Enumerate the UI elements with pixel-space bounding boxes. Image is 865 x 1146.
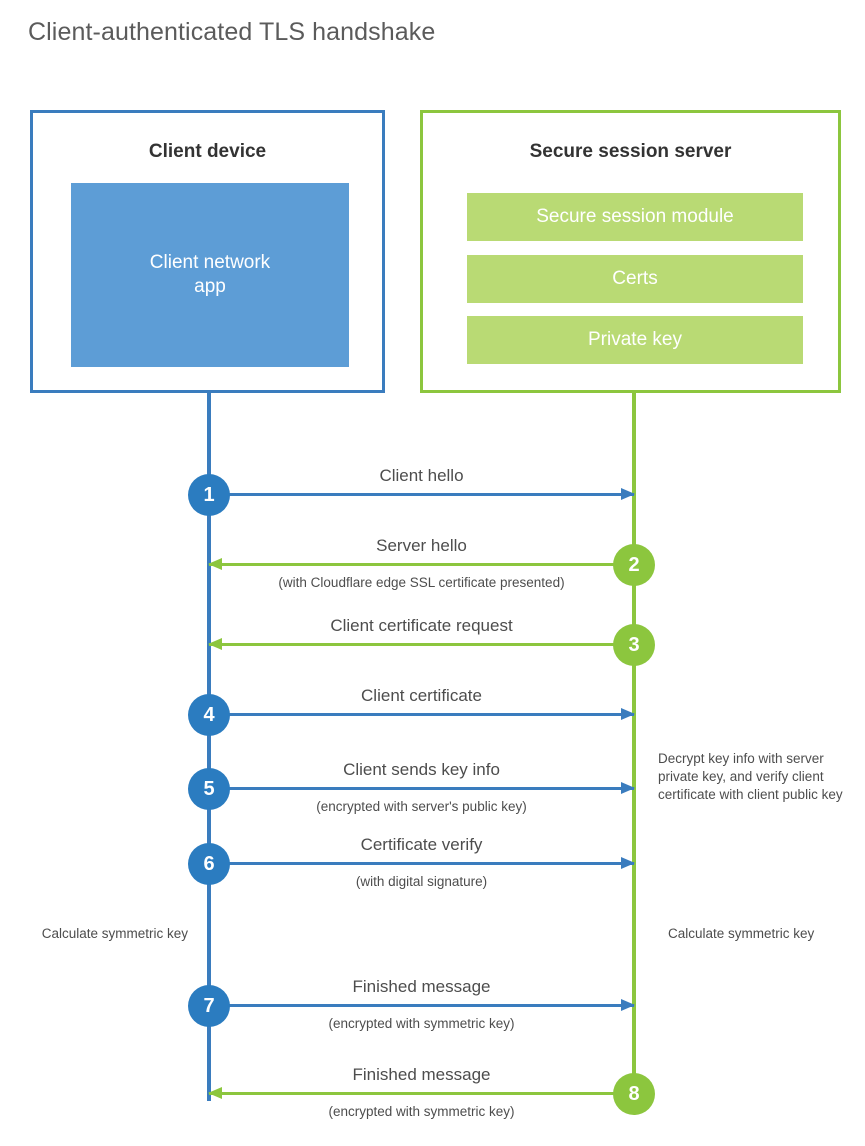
step-badge-6[interactable]: 6 <box>188 843 230 885</box>
note-client-calculate-symmetric-key: Calculate symmetric key <box>41 926 188 941</box>
arrow-shaft <box>209 1092 634 1095</box>
message-label-6: Certificate verify <box>360 835 483 854</box>
arrow-head-icon <box>208 638 222 650</box>
message-arrow-2 <box>208 558 634 570</box>
arrow-shaft <box>209 787 634 790</box>
message-label-8: Finished message <box>352 1065 491 1084</box>
step-badge-4[interactable]: 4 <box>188 694 230 736</box>
arrow-shaft <box>209 643 634 646</box>
page-title: Client-authenticated TLS handshake <box>28 18 436 46</box>
step-badge-1[interactable]: 1 <box>188 474 230 516</box>
message-sublabel-8: (encrypted with symmetric key) <box>328 1104 515 1119</box>
server-lifeline <box>632 393 636 1093</box>
arrow-head-icon <box>208 1087 222 1099</box>
arrow-head-icon <box>208 558 222 570</box>
message-sublabel-2: (with Cloudflare edge SSL certificate pr… <box>278 575 565 590</box>
message-label-5: Client sends key info <box>343 760 500 779</box>
arrow-shaft <box>209 563 634 566</box>
message-arrow-5 <box>209 782 635 794</box>
server-item-private-key: Private key <box>467 316 803 364</box>
secure-session-server-title: Secure session server <box>529 141 732 162</box>
arrow-head-icon <box>621 708 635 720</box>
message-arrow-7 <box>209 999 635 1011</box>
arrow-shaft <box>209 713 634 716</box>
message-arrow-4 <box>209 708 635 720</box>
message-sublabel-5: (encrypted with server's public key) <box>316 799 527 814</box>
step-badge-7[interactable]: 7 <box>188 985 230 1027</box>
arrow-shaft <box>209 493 634 496</box>
note-server-decrypt: Decrypt key info with server private key… <box>658 751 843 802</box>
message-label-3: Client certificate request <box>330 616 513 635</box>
arrow-shaft <box>209 1004 634 1007</box>
message-sublabel-7: (encrypted with symmetric key) <box>328 1016 515 1031</box>
step-badge-5[interactable]: 5 <box>188 768 230 810</box>
client-lifeline <box>207 393 211 1101</box>
secure-session-server-box: Secure session server Secure session mod… <box>420 110 841 393</box>
message-arrow-1 <box>209 488 635 500</box>
arrow-head-icon <box>621 999 635 1011</box>
arrow-head-icon <box>621 488 635 500</box>
arrow-shaft <box>209 862 634 865</box>
arrow-head-icon <box>621 782 635 794</box>
message-sublabel-6: (with digital signature) <box>355 874 488 889</box>
step-badge-8[interactable]: 8 <box>613 1073 655 1115</box>
message-label-1: Client hello <box>379 466 464 485</box>
server-item-secure-session-module: Secure session module <box>467 193 803 241</box>
server-item-certs: Certs <box>467 255 803 303</box>
step-badge-2[interactable]: 2 <box>613 544 655 586</box>
arrow-head-icon <box>621 857 635 869</box>
message-arrow-3 <box>208 638 634 650</box>
message-label-7: Finished message <box>352 977 491 996</box>
message-arrow-6 <box>209 857 635 869</box>
step-badge-3[interactable]: 3 <box>613 624 655 666</box>
message-label-2: Server hello <box>376 536 467 555</box>
message-arrow-8 <box>208 1087 634 1099</box>
note-server-calculate-symmetric-key: Calculate symmetric key <box>668 926 815 941</box>
client-device-title: Client device <box>148 141 267 162</box>
message-label-4: Client certificate <box>361 686 482 705</box>
